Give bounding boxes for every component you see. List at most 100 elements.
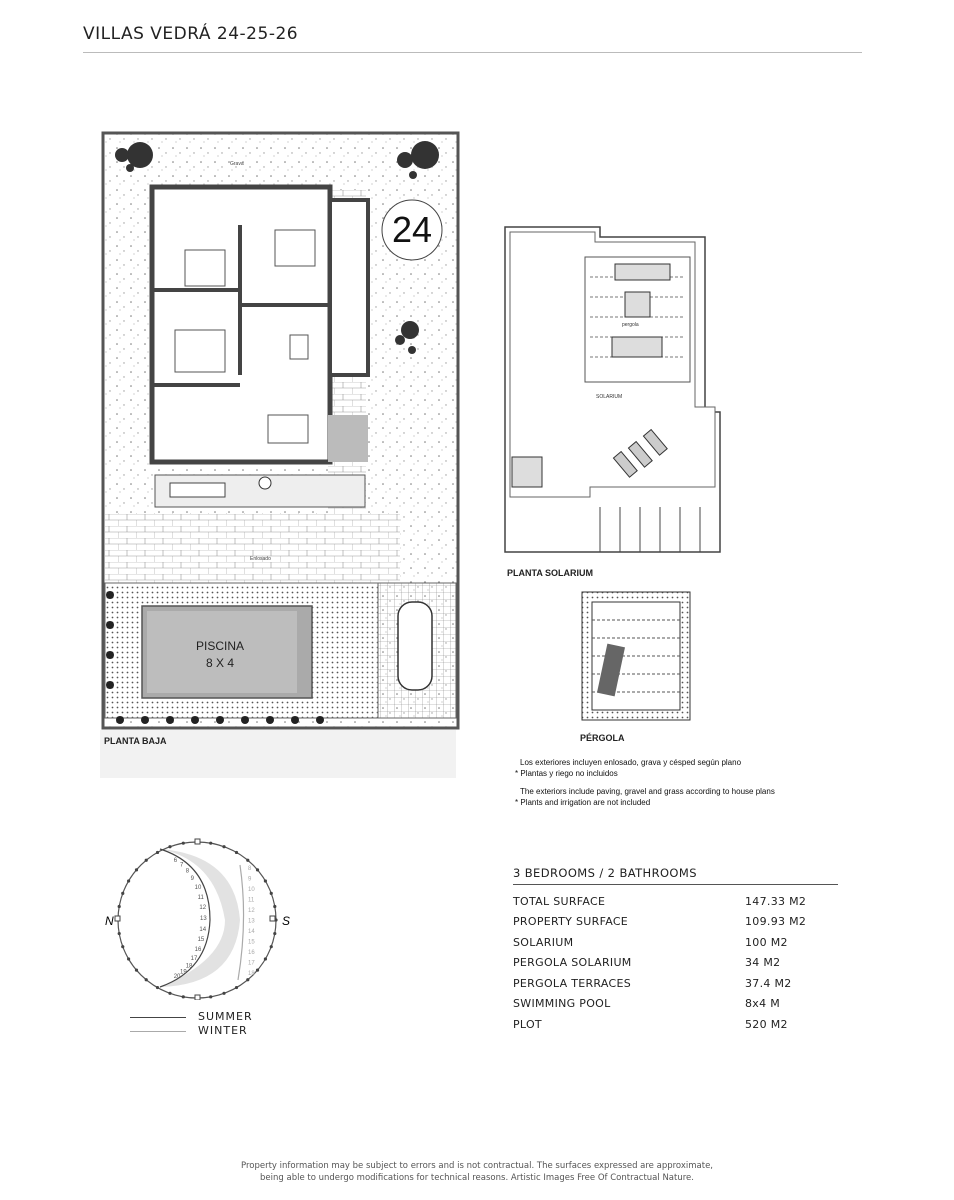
- winter-hour-label: 13: [248, 919, 255, 925]
- solarium-text: SOLARIUM: [596, 394, 622, 400]
- summer-line: [130, 1016, 186, 1018]
- compass-tick: [246, 978, 250, 982]
- compass-tick: [121, 945, 125, 949]
- gravel-label: Grava: [230, 161, 244, 167]
- pergola-plan: [581, 591, 691, 721]
- spec-label: SWIMMING POOL: [513, 997, 611, 1011]
- summer-hour-label: 8: [186, 869, 190, 875]
- spec-row: PERGOLA SOLARIUM 34 M2: [513, 953, 838, 974]
- compass-tick: [273, 904, 277, 909]
- compass-tick: [117, 931, 121, 936]
- winter-line: [130, 1030, 186, 1032]
- spec-value: 100 M2: [745, 935, 788, 949]
- summer-hour-label: 14: [199, 927, 206, 933]
- spec-value: 8x4 M: [745, 997, 780, 1011]
- solarium-plan: pergola SOLARIUM: [504, 226, 721, 553]
- villa-number: 24: [392, 209, 432, 250]
- compass-tick: [144, 978, 148, 982]
- compass-tick: [155, 985, 160, 990]
- summer-hour-label: 19: [180, 970, 187, 976]
- compass-tick: [263, 879, 268, 883]
- compass-tick: [144, 858, 148, 862]
- compass-tick: [269, 891, 273, 895]
- compass-tick: [234, 985, 239, 990]
- compass-tick: [222, 845, 226, 849]
- spec-label: PERGOLA SOLARIUM: [513, 956, 632, 970]
- winter-hour-label: 14: [248, 929, 255, 935]
- summer-hour-label: 20: [174, 974, 181, 980]
- spec-value: 34 M2: [745, 956, 781, 970]
- summer-hour-label: 15: [198, 937, 205, 943]
- compass-tick: [181, 995, 185, 999]
- pergola-text: pergola: [622, 322, 639, 328]
- spec-label: SOLARIUM: [513, 935, 574, 949]
- compass-tick: [269, 945, 273, 949]
- winter-hour-label: 10: [248, 887, 255, 893]
- compass-tick: [168, 845, 172, 849]
- summer-hour-label: 11: [198, 895, 205, 901]
- summer-hour-label: 12: [199, 905, 206, 911]
- disclaimer-line-2: being able to undergo modifications for …: [260, 1173, 694, 1183]
- summer-hour-label: 6: [174, 858, 178, 864]
- specs-heading: 3 BEDROOMS / 2 BATHROOMS: [513, 866, 838, 885]
- spec-label: TOTAL SURFACE: [513, 894, 606, 908]
- compass-tick: [121, 891, 125, 895]
- spec-value: 37.4 M2: [745, 976, 792, 990]
- pool-size: 8 X 4: [206, 656, 234, 670]
- disclaimer-line-1: Property information may be subject to e…: [240, 1161, 714, 1171]
- compass-tick: [246, 858, 250, 862]
- compass-tick: [168, 991, 172, 995]
- disclaimer: Property information may be subject to e…: [150, 1160, 804, 1184]
- compass-tick: [273, 931, 277, 936]
- exterior-notes: Los exteriores incluyen enlosado, grava …: [515, 757, 775, 808]
- winter-hour-label: 9: [248, 877, 252, 883]
- note-en-2: * Plants and irrigation are not included: [515, 798, 651, 807]
- pool-label: PISCINA: [196, 639, 244, 653]
- north-label: N: [105, 914, 114, 928]
- winter-hour-label: 18: [248, 971, 255, 977]
- spec-label: PROPERTY SURFACE: [513, 915, 629, 929]
- winter-hour-label: 12: [248, 908, 255, 914]
- compass-tick: [263, 957, 268, 961]
- compass-tick: [126, 957, 131, 961]
- spec-row: PLOT 520 M2: [513, 1014, 838, 1035]
- paving-label: Enlosado: [250, 556, 271, 562]
- sun-legend: SUMMER WINTER: [130, 1010, 253, 1038]
- spec-row: PERGOLA TERRACES 37.4 M2: [513, 973, 838, 994]
- compass-tick: [222, 991, 226, 995]
- spec-row: SOLARIUM 100 M2: [513, 932, 838, 953]
- compass-tick: [255, 868, 260, 872]
- spec-label: PLOT: [513, 1017, 542, 1031]
- summer-hour-label: 16: [195, 947, 202, 953]
- compass-tick: [181, 841, 185, 845]
- winter-hour-label: 15: [248, 940, 255, 946]
- ground-floor-label: PLANTA BAJA: [104, 736, 167, 746]
- pergola-plan-label: PÉRGOLA: [580, 733, 625, 743]
- compass-tick: [117, 904, 121, 909]
- compass-tick: [126, 879, 131, 883]
- compass-tick: [134, 868, 139, 872]
- compass-tick: [209, 841, 213, 845]
- compass-tick: [234, 850, 239, 855]
- compass-tick: [209, 995, 213, 999]
- page-title: VILLAS VEDRÁ 24-25-26: [83, 24, 299, 44]
- south-label: S: [282, 914, 290, 928]
- spec-value: 520 M2: [745, 1017, 788, 1031]
- winter-hour-label: 8: [248, 866, 252, 872]
- spec-row: SWIMMING POOL 8x4 M: [513, 994, 838, 1015]
- note-en-1: The exteriors include paving, gravel and…: [520, 787, 775, 796]
- note-es-2: * Plantas y riego no incluidos: [515, 769, 618, 778]
- summer-hour-label: 17: [191, 956, 198, 962]
- ground-floor-plan: PISCINA 8 X 4 24 Grava Enlosado PLANTA B…: [100, 131, 460, 778]
- spec-row: PROPERTY SURFACE 109.93 M2: [513, 912, 838, 933]
- summer-hour-label: 7: [180, 862, 184, 868]
- compass-tick: [255, 968, 260, 972]
- spec-label: PERGOLA TERRACES: [513, 976, 632, 990]
- winter-label: WINTER: [198, 1024, 248, 1037]
- compass-tick: [155, 850, 160, 855]
- summer-hour-label: 10: [195, 885, 202, 891]
- compass-tick: [134, 968, 139, 972]
- spec-value: 109.93 M2: [745, 915, 807, 929]
